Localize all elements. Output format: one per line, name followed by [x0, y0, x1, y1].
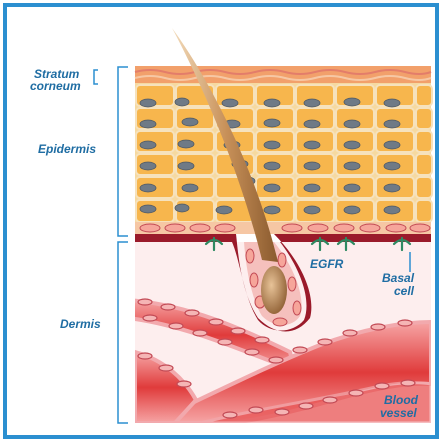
blood-label-line2: vessel	[380, 406, 417, 420]
basal-cell-row	[135, 222, 431, 234]
epidermis-layer	[135, 82, 432, 227]
stratum-label-line2: corneum	[30, 79, 81, 93]
basal-label-line2: cell	[394, 284, 415, 298]
dermis-label: Dermis	[60, 317, 101, 331]
epidermis-label: Epidermis	[38, 142, 96, 156]
stratum-corneum-layer	[135, 66, 431, 83]
basal-label-line1: Basal	[382, 271, 415, 285]
egfr-label: EGFR	[310, 257, 344, 271]
blood-label-line1: Blood	[384, 393, 419, 407]
